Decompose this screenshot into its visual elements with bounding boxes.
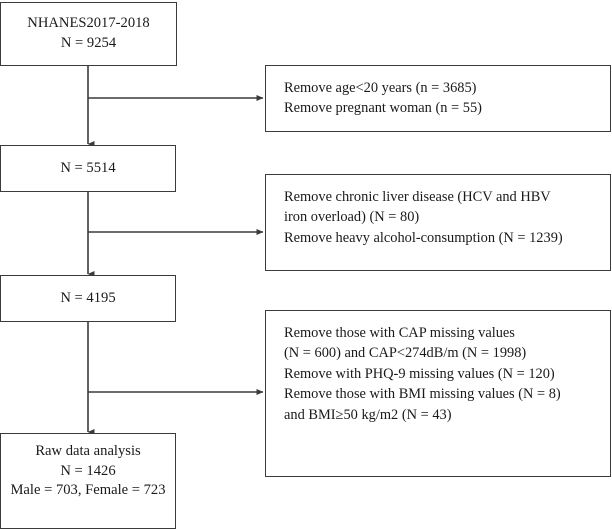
node-after-liver-count: N = 4195 [60,289,116,306]
node-source-line2: N = 9254 [60,35,117,51]
exclusion-step1-line1: Remove age<20 years (n = 3685) [284,80,477,96]
node-after-liver-exclusion: N = 4195 [0,275,176,322]
exclusion-step3-line1: Remove those with CAP missing values [284,325,515,341]
exclusion-step3-line2: (N = 600) and CAP<274dB/m (N = 1998) [284,345,527,362]
node-exclusion-step2: Remove chronic liver disease (HCV and HB… [265,174,611,271]
exclusion-step2-line2: iron overload) (N = 80) [284,209,420,226]
node-exclusion-step3: Remove those with CAP missing values (N … [265,310,611,477]
node-final-analysis-sample: Raw data analysis N = 1426 Male = 703, F… [0,433,176,529]
exclusion-step2-line1: Remove chronic liver disease (HCV and HB… [284,189,551,205]
exclusion-step3-line4: Remove those with BMI missing values (N … [284,386,561,403]
node-final-line3: Male = 703, Female = 723 [10,482,166,499]
exclusion-step3-line5: and BMI≥50 kg/m2 (N = 43) [284,406,452,423]
node-final-line1: Raw data analysis [35,443,141,459]
node-after-age-exclusion: N = 5514 [0,145,176,192]
node-source-line1: NHANES2017-2018 [27,15,150,32]
node-exclusion-step1: Remove age<20 years (n = 3685) Remove pr… [265,65,611,132]
exclusion-step2-line3: Remove heavy alcohol-consumption (N = 12… [284,229,563,246]
exclusion-step3-line3: Remove with PHQ-9 missing values (N = 12… [284,365,555,382]
node-final-line2: N = 1426 [60,462,116,479]
node-after-age-count: N = 5514 [60,159,116,176]
node-source-population: NHANES2017-2018 N = 9254 [0,2,177,66]
exclusion-step1-line2: Remove pregnant woman (n = 55) [284,100,482,117]
